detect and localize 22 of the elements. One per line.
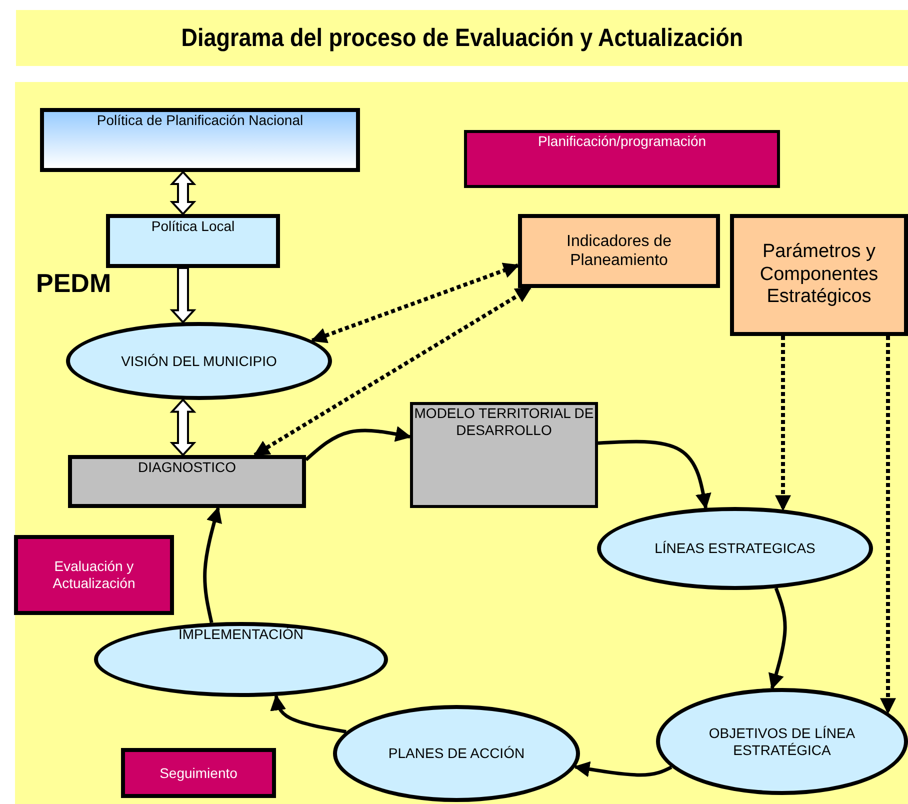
dotted-arrow: [253, 286, 532, 457]
arrow: [203, 506, 222, 624]
process-box: DIAGNOSTICO: [68, 455, 306, 508]
title: Diagrama del proceso de Evaluación y Actualización: [181, 24, 743, 52]
process-box: MODELO TERRITORIAL DE DESARROLLO: [410, 402, 598, 508]
process-box: Indicadores de Planeamiento: [518, 214, 720, 288]
arrow: [598, 440, 712, 510]
dotted-arrow: [310, 262, 520, 344]
process-box: Política de Planificación Nacional: [40, 108, 360, 172]
arrow: [270, 694, 346, 734]
block-arrow: [170, 267, 196, 324]
arrow: [304, 426, 412, 462]
block-arrow: [170, 398, 196, 456]
process-box: Política Local: [106, 214, 280, 268]
process-box: Planificación/programación: [464, 130, 780, 188]
process-box: Evaluación y Actualización: [14, 535, 174, 615]
block-arrow: [170, 170, 196, 216]
process-box: Seguimiento: [121, 748, 276, 798]
process-box: Parámetros y Componentes Estratégicos: [730, 214, 908, 336]
dotted-arrow: [880, 336, 896, 714]
diagram-label: PEDM: [36, 268, 112, 299]
arrow: [768, 588, 787, 690]
